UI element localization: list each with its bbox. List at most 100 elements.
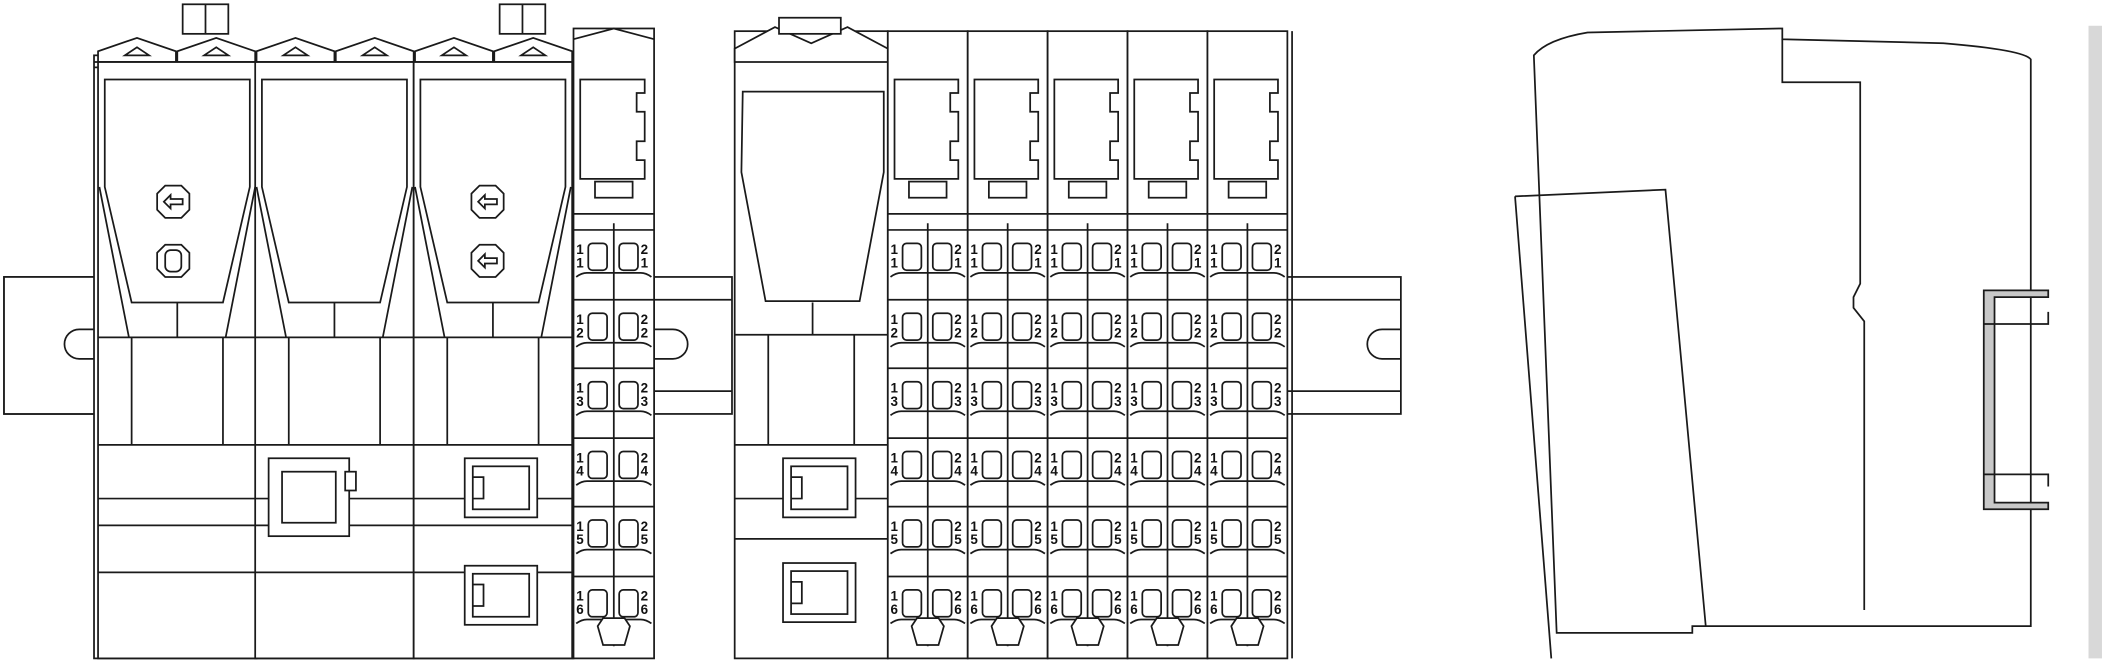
terminal-opening [1251,450,1273,480]
led-indicator [1147,180,1188,199]
terminal-label: 2 [1194,325,1201,340]
release-lever [1209,272,1286,278]
release-lever [969,341,1046,348]
terminal-opening [981,312,1003,341]
side-view [1514,25,2102,659]
terminal-opening [1251,519,1273,548]
terminal-opening [1061,589,1083,618]
terminal-label: 5 [1034,532,1042,547]
terminal-opening [1171,380,1193,410]
terminal-label: 2 [1194,312,1201,327]
terminal-label: 2 [641,325,648,340]
rail-slot [1366,328,1401,360]
terminal-label: 1 [1050,256,1058,271]
din-rail [653,276,733,415]
terminal-label: 1 [1130,450,1138,465]
port-latch [791,580,803,605]
release-lever [889,548,966,555]
release-lever [575,548,652,555]
terminal-label: 2 [1194,242,1201,257]
release-lever [1049,548,1126,555]
terminal-label: 1 [970,519,978,534]
button-frame [470,243,505,278]
arrow-button-icon [470,243,505,278]
terminal-label: 4 [1130,464,1138,479]
cover-flap [261,78,408,304]
terminal-label: 1 [576,450,584,465]
terminal-label: 5 [576,532,584,547]
terminal-label: 2 [1034,312,1041,327]
terminal-opening [901,312,923,341]
release-lever [889,341,966,348]
ridge-triangle [518,46,549,57]
terminal-label: 1 [970,312,978,327]
terminal-opening [901,519,923,548]
release-lever [1209,341,1286,348]
terminal-label: 1 [576,380,584,395]
front-module-edge [1514,196,1553,659]
terminal-opening [1221,450,1242,480]
terminal-label: 2 [1114,450,1121,465]
terminal-label: 6 [1210,602,1217,617]
terminal-label: 2 [576,325,583,340]
terminal-label: 2 [641,519,648,534]
terminal-label: 2 [1274,312,1281,327]
label-window [893,78,960,180]
terminal-opening [931,312,953,341]
terminal-label: 4 [1050,464,1058,479]
flap-edge [255,186,414,338]
terminal-opening [1061,312,1083,341]
terminal-label: 2 [1114,380,1121,395]
latch-tooth [1070,617,1105,646]
terminal-opening [901,450,923,480]
port-latch [791,476,803,500]
terminal-label: 1 [890,256,898,271]
terminal-label: 2 [641,380,648,395]
terminal-label: 2 [954,242,961,257]
arrow-glyph [162,192,184,211]
terminal-opening [981,380,1003,410]
terminal-label: 1 [1130,589,1138,604]
terminal-opening [1251,380,1273,410]
side-contour [1781,39,1866,611]
terminal-label: 6 [576,602,583,617]
release-lever [969,272,1046,278]
terminal-label: 5 [1050,532,1058,547]
terminal-opening [931,450,953,480]
release-lever [1129,341,1206,348]
terminal-label: 3 [970,394,977,409]
terminal-opening [1091,380,1113,410]
latch-tooth [990,617,1025,646]
terminal-label: 6 [1194,602,1201,617]
terminal-label: 2 [1034,519,1041,534]
terminal-opening [618,519,639,548]
label-window [579,78,646,180]
terminal-opening [1171,450,1193,480]
terminal-label: 1 [890,380,898,395]
terminal-opening [587,312,608,341]
terminal-label: 2 [1050,325,1057,340]
terminal-label: 6 [1130,602,1137,617]
port-latch [472,583,485,607]
terminal-opening [1011,242,1033,272]
terminal-label: 2 [1194,519,1201,534]
terminal-label: 2 [641,242,648,257]
terminal-label: 2 [1274,589,1281,604]
rj45-port-icon [463,564,539,626]
port-inner [790,570,849,615]
terminal-label: 2 [1194,380,1201,395]
terminal-opening [1091,589,1113,618]
terminal-label: 5 [1114,532,1122,547]
terminal-label: 3 [1274,394,1281,409]
terminal-label: 2 [1114,312,1121,327]
terminal-label: 1 [890,242,898,257]
terminal-label: 6 [970,602,977,617]
terminal-label: 2 [1034,589,1041,604]
terminal-opening [901,589,923,618]
terminal-opening [1171,589,1193,618]
terminal-label: 2 [970,325,977,340]
terminal-opening [981,450,1003,480]
terminal-label: 4 [1194,464,1202,479]
terminal-label: 5 [970,532,978,547]
terminal-label: 1 [1050,242,1058,257]
